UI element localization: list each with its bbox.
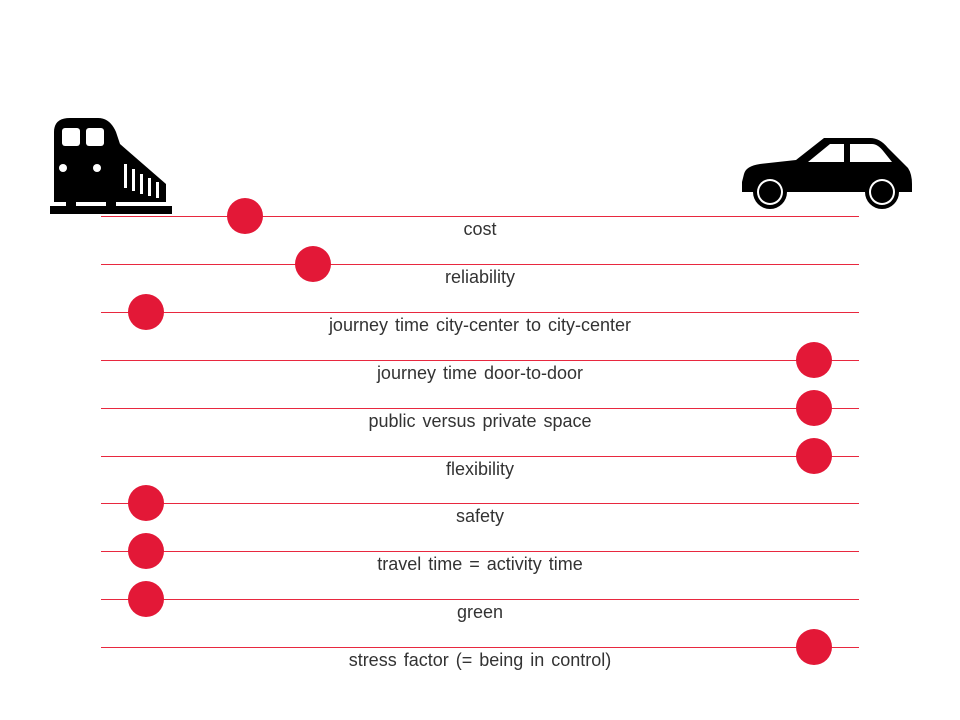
criterion-row: journey time city-center to city-center [101,294,859,360]
preference-marker [227,198,263,234]
criterion-row: stress factor (= being in control) [101,629,859,695]
criterion-line [101,408,859,409]
criterion-row: journey time door-to-door [101,342,859,408]
criterion-line [101,503,859,504]
criterion-row: reliability [101,246,859,312]
criterion-row: public versus private space [101,390,859,456]
criterion-label: travel time = activity time [377,554,583,574]
criterion-label: public versus private space [368,411,592,431]
criterion-label: green [456,602,504,622]
preference-marker [295,246,331,282]
preference-marker [128,485,164,521]
train-icon [50,118,172,214]
preference-marker [796,438,832,474]
criterion-line [101,599,859,600]
criterion-row: safety [101,485,859,551]
criterion-label: journey time door-to-door [376,363,584,383]
car-icon [742,138,912,209]
criterion-label: flexibility [445,459,515,479]
criterion-label: safety [455,506,505,526]
criterion-line [101,647,859,648]
preference-marker [796,629,832,665]
criterion-label: journey time city-center to city-center [328,315,632,335]
criterion-label: cost [463,219,497,239]
criterion-line [101,312,859,313]
criterion-row: green [101,581,859,647]
criterion-line [101,456,859,457]
criterion-line [101,360,859,361]
preference-marker [128,294,164,330]
criterion-line [101,216,859,217]
preference-marker [128,581,164,617]
criterion-line [101,551,859,552]
criterion-row: cost [101,198,859,264]
preference-marker [796,390,832,426]
criterion-row: travel time = activity time [101,533,859,599]
criterion-label: reliability [444,267,516,287]
criterion-line [101,264,859,265]
criterion-row: flexibility [101,438,859,504]
preference-marker [796,342,832,378]
preference-marker [128,533,164,569]
criterion-label: stress factor (= being in control) [348,650,612,670]
